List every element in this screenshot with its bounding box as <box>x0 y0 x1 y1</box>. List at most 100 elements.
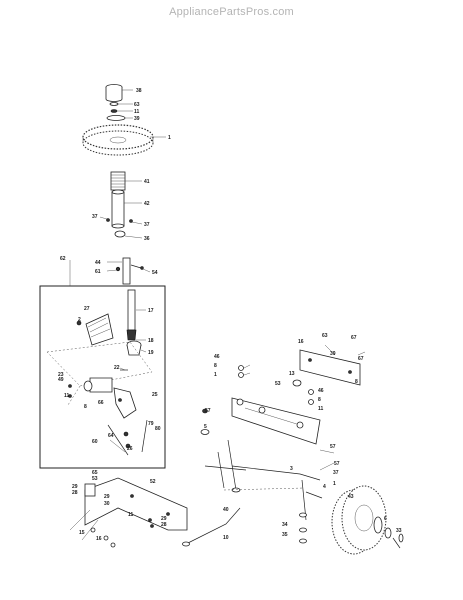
callout-label: 10 <box>223 535 229 541</box>
callout-label: 44 <box>95 260 101 266</box>
bracket-plate <box>299 344 366 386</box>
sector-gear <box>76 313 114 346</box>
callout-label: 30 <box>104 501 110 507</box>
callout-label: 8 <box>355 379 358 385</box>
callout-label: 34 <box>282 522 288 528</box>
callout-label: 17 <box>148 308 154 314</box>
gear-assembly-box <box>39 285 166 469</box>
callout-label: 61 <box>95 269 101 275</box>
callout-label: 6 <box>384 516 387 522</box>
callout-label: 38 <box>136 88 142 94</box>
callout-label: 66 <box>98 400 104 406</box>
callout-label: 1 <box>168 135 171 141</box>
callout-label: 63 <box>322 333 328 339</box>
callout-label: 28 <box>72 490 78 496</box>
callout-label: 39 <box>330 351 336 357</box>
callout-label: 40 <box>223 507 229 513</box>
callout-label: 18 <box>148 338 154 344</box>
leader-lines <box>99 89 335 471</box>
callout-label: 43 <box>348 494 354 500</box>
callout-label: 35 <box>282 532 288 538</box>
callout-label: 29 <box>104 494 110 500</box>
callout-label: 60 <box>92 439 98 445</box>
callout-label: 23 <box>58 372 64 378</box>
steering-wheel <box>82 124 154 156</box>
callout-label: 63 <box>134 102 140 108</box>
callout-label: 29 <box>161 516 167 522</box>
callout-label: 26 <box>127 446 133 452</box>
callout-label: 29 <box>72 484 78 490</box>
callout-label: 57 <box>205 408 211 414</box>
callout-labels: 38 63 11 39 1 41 42 37 37 36 44 54 61 62… <box>58 88 402 542</box>
callout-label: 19 <box>148 350 154 356</box>
callout-label: 46 <box>214 354 220 360</box>
callout-label: 37 <box>333 470 339 476</box>
drag-link-in-box <box>107 419 148 456</box>
callout-label: 49 <box>58 377 64 383</box>
lower-bracket <box>69 477 188 541</box>
callout-label: 4 <box>323 484 326 490</box>
callout-label: 67 <box>358 356 364 362</box>
callout-label: 11 <box>64 393 70 399</box>
callout-label: 3 <box>290 466 293 472</box>
small-fasteners <box>90 518 154 548</box>
steering-shaft-lower <box>115 257 144 285</box>
callout-label: 67 <box>351 335 357 341</box>
callout-label: 80 <box>155 426 161 432</box>
washer <box>109 102 119 106</box>
drag-link <box>182 507 241 547</box>
spindle-left <box>204 439 247 493</box>
u-joint <box>114 230 126 238</box>
pinion-gear <box>126 340 142 356</box>
callout-label: 8 <box>84 404 87 410</box>
callout-label: 46 <box>318 388 324 394</box>
callout-label: 28 <box>161 522 167 528</box>
callout-label: 13 <box>289 371 295 377</box>
bolts-top-right <box>238 365 314 405</box>
steering-shaft-upper <box>111 189 125 229</box>
callout-label: 11 <box>128 512 134 518</box>
callout-label: 39 <box>134 116 140 122</box>
adapter-plate <box>106 115 126 121</box>
callout-label: 37 <box>144 222 150 228</box>
axle-spacer <box>200 429 210 435</box>
callout-label: 65 <box>92 470 98 476</box>
callout-label: 1 <box>214 372 217 378</box>
callout-label: 8 <box>318 397 321 403</box>
callout-label: 64 <box>108 433 114 439</box>
front-wheel <box>331 485 404 555</box>
callout-label: 16 <box>298 339 304 345</box>
callout-label: 15 <box>79 530 85 536</box>
callout-label: 37 <box>92 214 98 220</box>
callout-label: 42 <box>144 201 150 207</box>
callout-label: 52 <box>150 479 156 485</box>
callout-label: 11 <box>134 109 140 115</box>
callout-label: 53 <box>275 381 281 387</box>
steering-wheel-cap <box>105 84 123 102</box>
callout-label: 57 <box>330 444 336 450</box>
callout-label: 33 <box>396 528 402 534</box>
steering-bellows <box>110 171 126 191</box>
spindle-right <box>299 479 323 544</box>
callout-label: 16 <box>96 536 102 542</box>
callout-label: 11 <box>318 406 324 412</box>
callout-label: 2 <box>78 317 81 323</box>
callout-label: 27 <box>84 306 90 312</box>
callout-label: 79 <box>148 421 154 427</box>
bracket-assembly <box>68 377 137 419</box>
callout-label: 8 <box>214 363 217 369</box>
front-axle <box>231 397 321 445</box>
callout-label: 62 <box>60 256 66 262</box>
callout-label: 54 <box>152 270 158 276</box>
watermark: AppliancePartsPros.com <box>169 6 294 18</box>
callout-label: 41 <box>144 179 150 185</box>
callout-label: 22 <box>114 365 120 371</box>
callout-label: 25 <box>152 392 158 398</box>
callout-label: 57 <box>334 461 340 467</box>
callout-label: 1 <box>333 481 336 487</box>
callout-label: 36 <box>144 236 150 242</box>
callout-label: 53 <box>92 476 98 482</box>
steering-shaft-in-box <box>126 289 137 341</box>
gear-housing <box>46 341 153 387</box>
